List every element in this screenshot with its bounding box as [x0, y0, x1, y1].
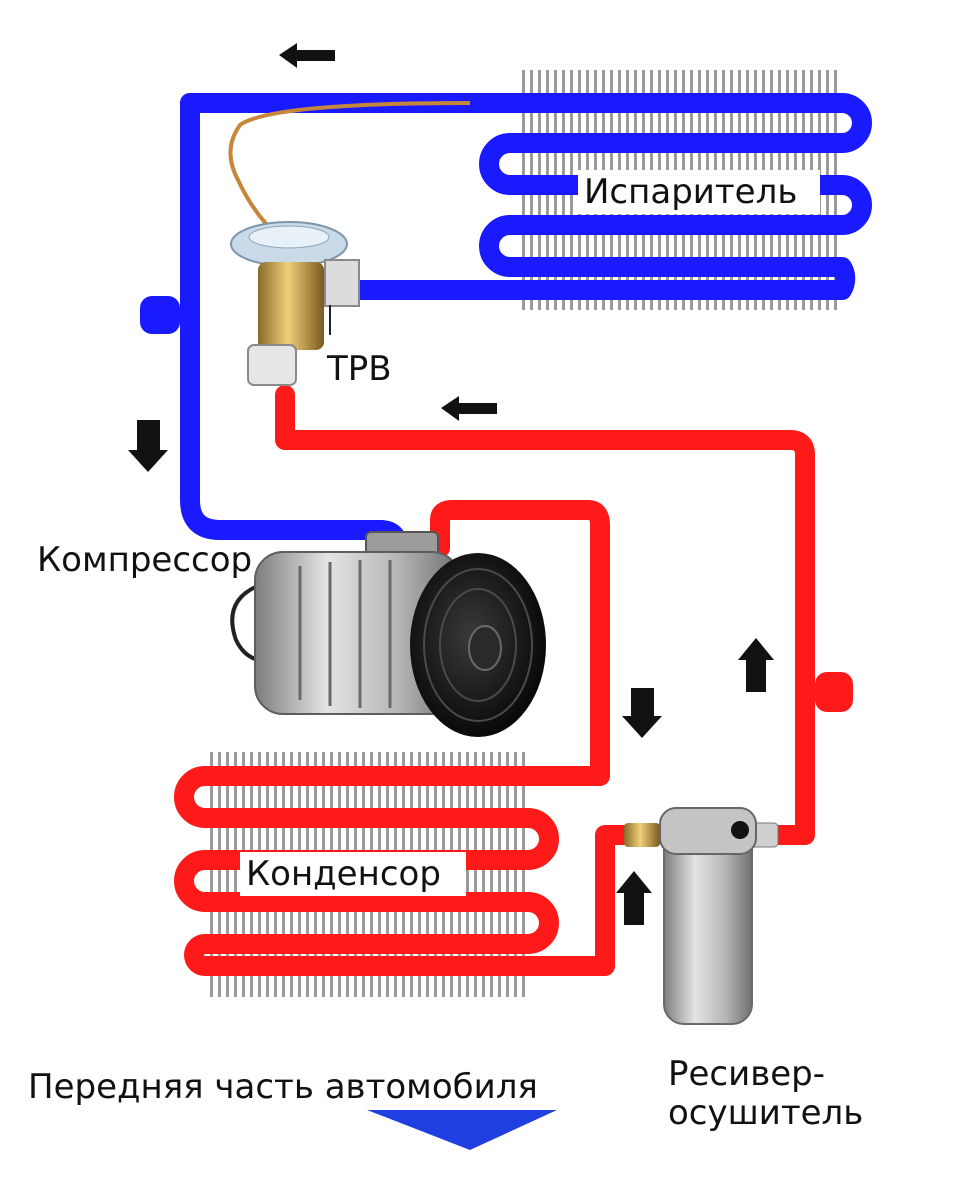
flow-arrow-icon: [279, 43, 335, 68]
receiver-drier: [624, 807, 779, 1025]
valve-outlet-fitting: [324, 259, 360, 307]
flow-arrow-icon: [128, 420, 168, 472]
evaporator-coil: [180, 93, 872, 300]
pulley-hub: [468, 625, 502, 671]
receiver-head: [659, 807, 757, 855]
evaporator-label-backdrop: [578, 170, 820, 214]
receiver-sight-glass: [731, 821, 749, 839]
expansion-valve: [228, 101, 471, 386]
flow-arrow-icon: [616, 871, 652, 925]
liquid-line: [275, 385, 815, 845]
pulley-groove-1: [423, 568, 533, 722]
compressor: [230, 531, 546, 737]
flow-arrow-icon: [738, 638, 774, 692]
condenser-label-backdrop: [240, 852, 466, 896]
high-pressure-service-port: [815, 672, 853, 712]
condenser-label: Конденсор: [246, 854, 441, 894]
valve-body: [258, 262, 324, 350]
flow-arrow-icon: [622, 688, 662, 738]
receiver-label-line1: Ресивер-: [668, 1054, 825, 1094]
expansion-valve-label: ТРВ: [326, 349, 392, 389]
valve-diaphragm-top: [248, 225, 330, 249]
low-pressure-service-port: [140, 296, 180, 334]
vehicle-front-label: Передняя часть автомобиля: [28, 1067, 538, 1107]
evaporator-label: Испаритель: [584, 172, 797, 212]
down-triangle-icon: [367, 1110, 557, 1150]
capillary-tube: [228, 101, 471, 232]
valve-inlet-fitting: [247, 344, 297, 386]
compressor-label: Компрессор: [37, 540, 252, 580]
discharge-line: [430, 500, 610, 558]
flow-arrow-icon: [441, 396, 497, 421]
pulley-groove-2: [439, 588, 517, 702]
condenser-coil: [174, 525, 650, 976]
receiver-inlet-fitting: [624, 823, 660, 847]
receiver-label-line2: осушитель: [668, 1093, 863, 1133]
compressor-ribs: [298, 560, 392, 708]
